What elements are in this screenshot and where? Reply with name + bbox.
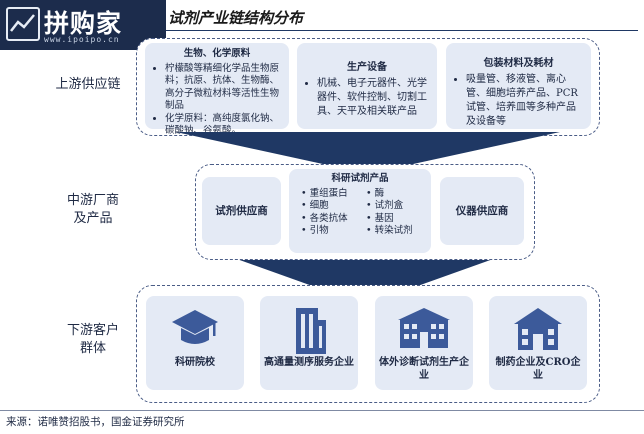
product-list: 重组蛋白 酶 细胞 试剂盒 各类抗体 基因 引物 转染试剂	[295, 188, 425, 238]
factory-building-icon	[398, 308, 450, 348]
logo-url: www.ipoipo.cn	[44, 35, 120, 44]
watermark-logo: 拼购家 www.ipoipo.cn	[0, 0, 166, 50]
house-building-icon	[514, 308, 562, 350]
arrow-midstream-to-downstream	[234, 258, 496, 288]
customer-ivd-manufacturers: 体外诊断试剂生产企业	[375, 296, 473, 390]
customer-pharma-cro: 制药企业及CRO企业	[489, 296, 587, 390]
upstream-card-packaging: 包装材料及耗材 吸量管、移液管、离心管、细胞培养产品、PCR试管、培养皿等多种产…	[446, 43, 591, 129]
source-divider	[0, 410, 644, 411]
list-item: 柠檬酸等精细化学品生物原料；抗原、抗体、生物酶、高分子微粒材料等活性生物制品	[165, 63, 281, 113]
list-item: 各类抗体	[301, 213, 360, 226]
upstream-card-equipment: 生产设备 机械、电子元器件、光学器件、软件控制、切割工具、天平及相关联产品	[297, 43, 437, 129]
title-underline	[150, 30, 638, 31]
list-item: 基因	[366, 213, 425, 226]
upstream-card-raw-materials: 生物、化学原料 柠檬酸等精细化学品生物原料；抗原、抗体、生物酶、高分子微粒材料等…	[145, 43, 289, 136]
list-item: 化学原料：高纯度氯化钠、碳酸钠、谷氨酸。	[165, 113, 281, 138]
entity-name: 体外诊断试剂生产企业	[379, 357, 469, 381]
upstream-label: 上游供应链	[55, 77, 121, 92]
list-item: 转染试剂	[366, 225, 425, 238]
card-title: 包装材料及耗材	[483, 58, 554, 69]
entity-name: 制药企业及CRO企业	[495, 357, 581, 381]
reagent-supplier-card: 试剂供应商	[202, 177, 281, 245]
research-reagent-products-card: 科研试剂产品 重组蛋白 酶 细胞 试剂盒 各类抗体 基因 引物 转染试剂	[289, 169, 431, 253]
list-item: 酶	[366, 188, 425, 201]
downstream-label-line1: 下游客户	[66, 323, 119, 338]
customer-research-institutes: 科研院校	[146, 296, 244, 390]
instrument-supplier-card: 仪器供应商	[440, 177, 524, 245]
list-item: 引物	[301, 225, 360, 238]
logo-chart-icon	[6, 7, 40, 41]
customer-sequencing-service: 高通量测序服务企业	[260, 296, 358, 390]
list-item: 机械、电子元器件、光学器件、软件控制、切割工具、天平及相关联产品	[317, 77, 429, 119]
list-item: 试剂盒	[366, 200, 425, 213]
graduation-cap-icon	[172, 310, 218, 344]
entity-name: 科研院校	[175, 357, 215, 368]
list-item: 重组蛋白	[301, 188, 360, 201]
midstream-label-line1: 中游厂商	[66, 193, 119, 208]
card-title: 生产设备	[347, 62, 387, 73]
source-note: 来源：诺唯赞招股书，国金证券研究所	[6, 416, 185, 428]
office-building-icon	[296, 308, 326, 354]
downstream-label-line2: 群体	[79, 341, 106, 356]
list-item: 细胞	[301, 200, 360, 213]
arrow-upstream-to-midstream	[176, 132, 560, 166]
entity-name: 高通量测序服务企业	[264, 357, 354, 368]
card-title: 生物、化学原料	[183, 48, 251, 59]
card-title: 科研试剂产品	[331, 173, 389, 184]
figure-title: 试剂产业链结构分布	[168, 9, 304, 27]
list-item: 吸量管、移液管、离心管、细胞培养产品、PCR试管、培养皿等多种产品及设备等	[466, 73, 583, 129]
midstream-label-line2: 及产品	[73, 211, 113, 226]
downstream-label: 下游客户 群体	[58, 322, 128, 358]
midstream-label: 中游厂商 及产品	[58, 192, 128, 228]
logo-text: 拼购家	[44, 9, 123, 38]
